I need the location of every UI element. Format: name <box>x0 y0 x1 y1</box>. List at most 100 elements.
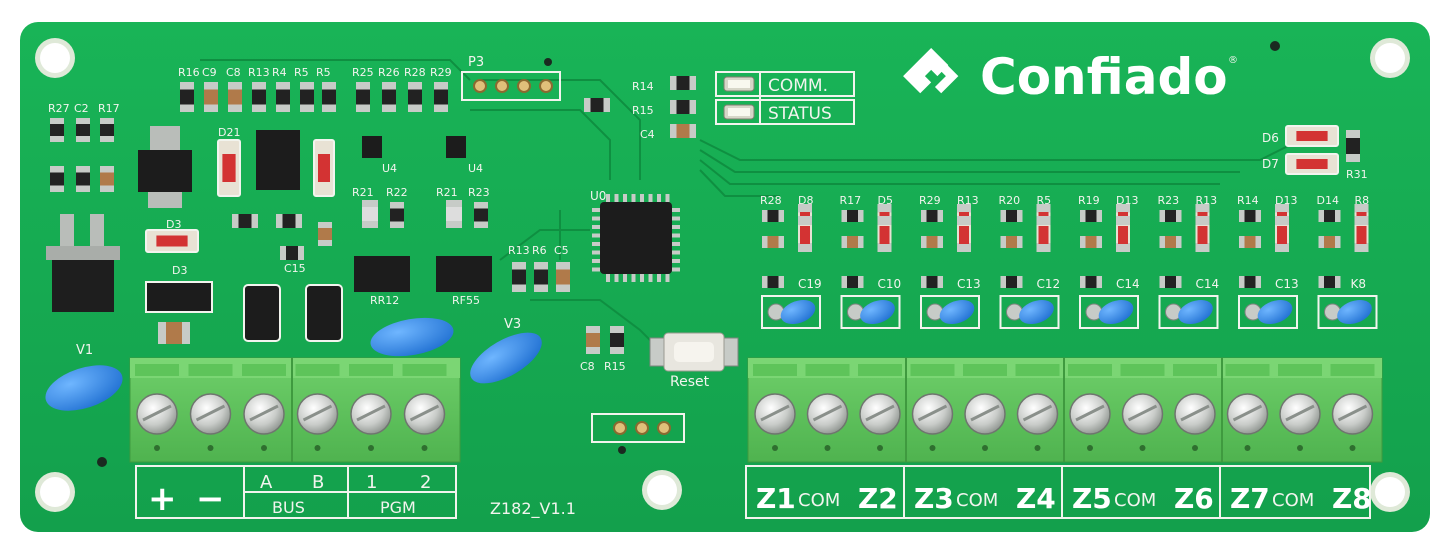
ic-label: U0 <box>590 189 606 203</box>
mounting-holes <box>35 38 1410 512</box>
zone-label-left: Z3 <box>914 482 954 515</box>
component-designator: R17 <box>98 102 120 115</box>
terminal-minus: − <box>196 479 225 519</box>
reset-button[interactable] <box>649 332 739 372</box>
component-designator: R15 <box>632 104 654 117</box>
terminal-pgm-label: PGM <box>380 498 416 517</box>
component-designator: D7 <box>1262 157 1279 171</box>
component-designator: R22 <box>386 186 408 199</box>
component-designator: D3 <box>166 218 181 231</box>
varistor-v3-label: V3 <box>504 317 521 332</box>
zone-trimmers <box>761 295 1378 329</box>
component-designator: R29 <box>919 194 941 207</box>
microcontroller-u0 <box>592 194 680 282</box>
component-designator: C19 <box>798 277 822 291</box>
component-designator: RR12 <box>370 294 399 307</box>
component-designator: C8 <box>580 360 595 373</box>
component-designator: C4 <box>640 128 655 141</box>
component-designator: R21 <box>436 186 458 199</box>
component-designator: D8 <box>798 194 813 207</box>
confiado-logo-icon <box>903 48 959 94</box>
component-designator: D21 <box>218 126 240 139</box>
zone-label-right: Z6 <box>1174 482 1214 515</box>
reset-label: Reset <box>670 374 710 390</box>
zone-label-com: COM <box>1272 490 1314 511</box>
component-designator: R15 <box>604 360 626 373</box>
copper-traces <box>200 59 1301 351</box>
component-designator: C13 <box>1275 277 1299 291</box>
component-designator: R19 <box>1078 194 1100 207</box>
zone-label-right: Z4 <box>1016 482 1056 515</box>
component-designator: C12 <box>1037 277 1061 291</box>
zone-label-left: Z7 <box>1230 482 1270 515</box>
component-designator: U4 <box>468 162 483 175</box>
component-designator: R13 <box>957 194 979 207</box>
component-designator: R4 <box>272 66 287 79</box>
zone-label-left: Z5 <box>1072 482 1112 515</box>
left-label-frame <box>135 465 457 519</box>
component-designator: C13 <box>957 277 981 291</box>
component-designator: R23 <box>1158 194 1180 207</box>
component-designator: K8 <box>1351 277 1367 291</box>
component-designator: C14 <box>1196 277 1220 291</box>
component-designator: R26 <box>378 66 400 79</box>
component-designator: R16 <box>178 66 200 79</box>
component-designator: R13 <box>508 244 530 257</box>
component-designator: U4 <box>382 162 397 175</box>
zone-label-com: COM <box>798 490 840 511</box>
component-designator: R28 <box>760 194 782 207</box>
zone-label-right: Z8 <box>1332 482 1372 515</box>
terminal-pgm-2: 2 <box>420 472 431 493</box>
component-designator: R14 <box>1237 194 1259 207</box>
component-designator: R31 <box>1346 168 1368 181</box>
component-designator: D14 <box>1317 194 1339 207</box>
component-designator: R5 <box>294 66 309 79</box>
component-designator: R28 <box>404 66 426 79</box>
component-designator: R20 <box>999 194 1021 207</box>
component-designator: C15 <box>284 262 306 275</box>
zone-label-left: Z1 <box>756 482 796 515</box>
component-designator: D3 <box>172 264 187 277</box>
component-designator: C2 <box>74 102 89 115</box>
component-designator: R13 <box>248 66 270 79</box>
terminal-blocks-zones <box>747 357 1383 463</box>
component-designator: R27 <box>48 102 70 115</box>
component-designator: C9 <box>202 66 217 79</box>
component-designator: R13 <box>1196 194 1218 207</box>
component-designator: C14 <box>1116 277 1140 291</box>
component-designator: RF55 <box>452 294 480 307</box>
terminal-bus-a: A <box>260 472 273 493</box>
terminal-pgm-1: 1 <box>366 472 377 493</box>
led-label-status: STATUS <box>768 104 832 124</box>
terminal-bus-b: B <box>312 472 324 493</box>
terminal-bus-label: BUS <box>272 498 305 517</box>
component-designator: D5 <box>878 194 893 207</box>
zone-label-com: COM <box>1114 490 1156 511</box>
header-p3-label: P3 <box>468 55 484 70</box>
header-k <box>591 413 685 454</box>
component-designator: D6 <box>1262 131 1279 145</box>
zone-label-right: Z2 <box>858 482 898 515</box>
status-leds <box>715 71 855 125</box>
terminal-block-power-bus-pgm <box>129 357 461 463</box>
component-designator: R29 <box>430 66 452 79</box>
component-designator: D13 <box>1116 194 1138 207</box>
smd-components <box>50 76 1369 354</box>
brand-name: Confiado <box>980 48 1228 106</box>
component-designator: R21 <box>352 186 374 199</box>
varistors <box>45 317 542 411</box>
varistor-v1-label: V1 <box>76 343 93 358</box>
component-designator: C10 <box>878 277 902 291</box>
zone-label-com: COM <box>956 490 998 511</box>
terminal-plus: + <box>148 479 177 519</box>
led-label-comm: COMM. <box>768 76 828 96</box>
component-designator: R6 <box>532 244 547 257</box>
board-version: Z182_V1.1 <box>490 499 576 519</box>
registered-mark: ® <box>1228 55 1238 66</box>
component-designator: R23 <box>468 186 490 199</box>
component-designator: R14 <box>632 80 654 93</box>
zone-label-frame <box>745 465 1371 519</box>
component-designator: R5 <box>1037 194 1052 207</box>
component-designator: D13 <box>1275 194 1297 207</box>
